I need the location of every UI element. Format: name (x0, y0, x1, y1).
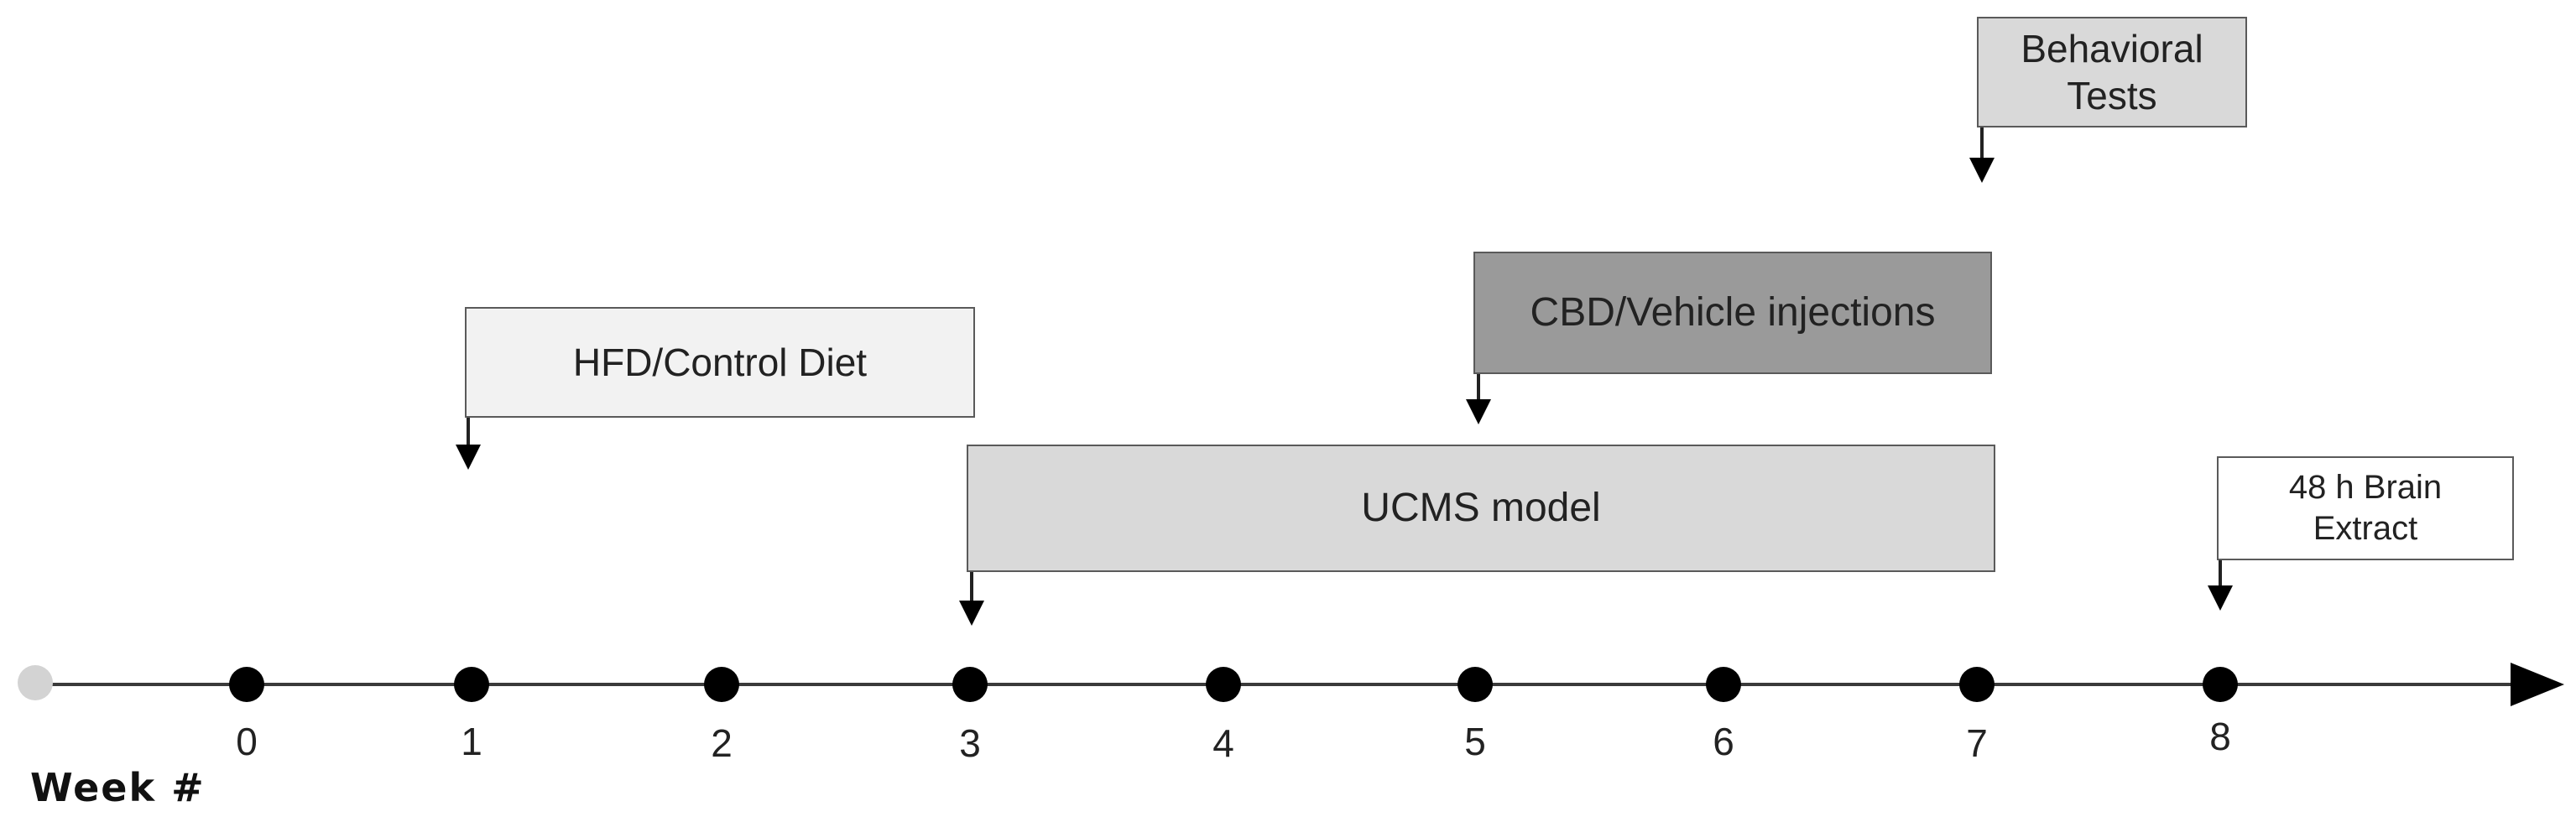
event-arrows (456, 127, 2233, 626)
hfd-control-diet-arrowhead-icon (456, 445, 481, 470)
cbd-vehicle-injections-box: CBD/Vehicle injections (1473, 252, 1992, 374)
brain-extract-label-line-2: Extract (2313, 510, 2418, 547)
week-tick-label-8: 8 (2209, 715, 2231, 758)
week-tick-label-1: 1 (461, 720, 482, 763)
behavioral-tests-label-line-2: Tests (2067, 74, 2157, 117)
axis-label: Week # (30, 765, 206, 810)
week-dot-5 (1457, 667, 1493, 702)
week-tick-label-4: 4 (1212, 721, 1234, 765)
week-dot-8 (2203, 667, 2238, 702)
week-dot-4 (1206, 667, 1241, 702)
week-tick-label-0: 0 (236, 720, 258, 763)
brain-extract-arrowhead-icon (2208, 585, 2233, 611)
behavioral-tests-label-line-1: Behavioral (2021, 26, 2203, 70)
brain-extract-label-line-1: 48 h Brain (2288, 469, 2443, 507)
week-dot-2 (704, 667, 739, 702)
timeline-arrowhead-icon (2511, 663, 2564, 706)
cbd-vehicle-injections-label: CBD/Vehicle injections (1530, 289, 1936, 335)
behavioral-tests-box: Behavioral Tests (1977, 17, 2247, 127)
week-dot-0 (229, 667, 264, 702)
week-tick-label-6: 6 (1713, 720, 1734, 763)
brain-extract-box: 48 h Brain Extract (2217, 456, 2514, 560)
timeline-origin-dot (18, 665, 53, 700)
hfd-control-diet-label: HFD/Control Diet (572, 340, 868, 384)
week-tick-label-7: 7 (1966, 721, 1988, 765)
ucms-model-label: UCMS model (1361, 485, 1601, 530)
cbd-vehicle-injections-arrowhead-icon (1466, 399, 1491, 424)
week-dot-1 (454, 667, 489, 702)
hfd-control-diet-box: HFD/Control Diet (465, 307, 975, 418)
week-dot-7 (1959, 667, 1995, 702)
week-tick-label-3: 3 (959, 721, 981, 765)
ucms-model-box: UCMS model (967, 445, 1995, 572)
week-dot-3 (952, 667, 988, 702)
week-tick-label-5: 5 (1464, 720, 1486, 763)
week-dot-6 (1706, 667, 1741, 702)
ucms-model-arrowhead-icon (959, 601, 984, 626)
week-tick-label-2: 2 (711, 721, 733, 765)
behavioral-tests-arrowhead-icon (1969, 158, 1995, 183)
timeline-ticks: 0 1 2 3 4 5 6 7 8 (229, 667, 2238, 765)
